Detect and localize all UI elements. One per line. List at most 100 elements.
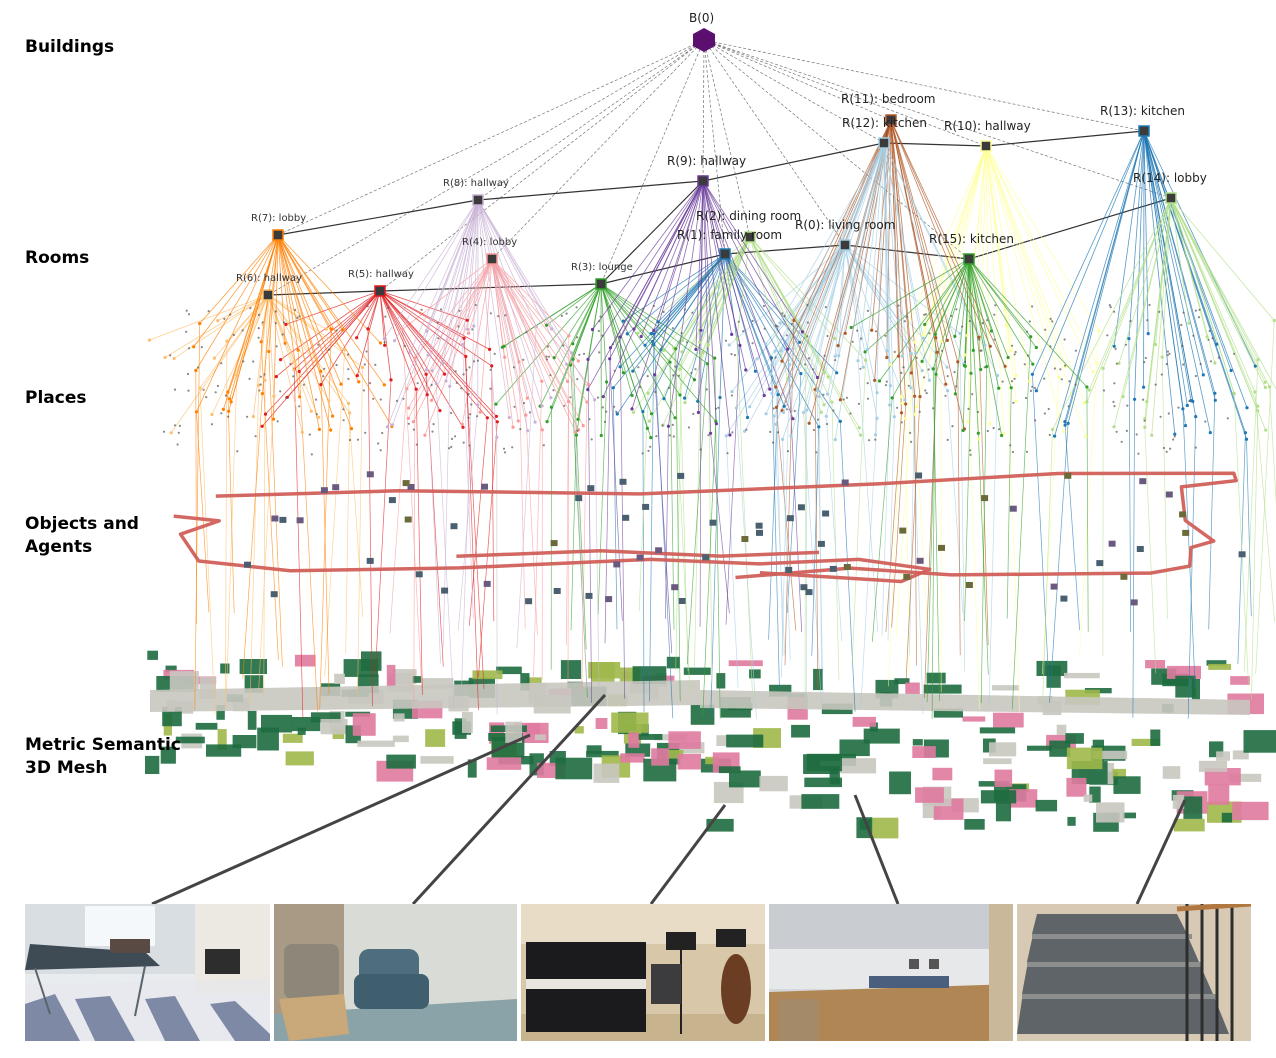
place-node [284, 322, 288, 326]
edge-room-place [356, 290, 381, 338]
edge-room-place [149, 294, 269, 341]
place-node [713, 356, 717, 360]
place-node [698, 340, 702, 344]
mesh-patch [386, 754, 416, 769]
place-node [1137, 452, 1140, 455]
edge-place-object [825, 416, 843, 642]
place-node [980, 349, 983, 352]
place-node [910, 440, 913, 443]
edge-room-place [477, 199, 553, 330]
edge-room-place [600, 283, 676, 350]
edge-room-place [477, 199, 498, 438]
place-node [279, 390, 282, 393]
edge-room-place [379, 290, 445, 375]
edge-room-place [600, 283, 717, 422]
place-node [1114, 347, 1117, 350]
edge-place-object [348, 403, 364, 618]
edge-room-place [462, 199, 479, 345]
object-node [622, 514, 630, 521]
object-node [553, 588, 561, 594]
place-node [961, 428, 965, 433]
place-node [1010, 380, 1014, 383]
edge-place-object [1243, 359, 1259, 672]
place-node [652, 328, 656, 333]
place-node [1120, 440, 1123, 443]
place-node [448, 447, 451, 450]
place-node [683, 396, 687, 400]
place-node [504, 314, 507, 317]
room-label: R(0): living room [795, 218, 895, 232]
place-node [680, 350, 684, 354]
place-node [968, 319, 971, 323]
place-node [674, 365, 677, 368]
mesh-patch [1089, 786, 1101, 803]
place-node [730, 394, 734, 397]
edge-room-place [883, 142, 930, 381]
place-node [576, 378, 579, 381]
edge-room-place [356, 290, 381, 376]
mesh-patch [165, 665, 177, 673]
edge-building-room [703, 39, 970, 260]
place-node [601, 334, 604, 337]
place-node [596, 396, 600, 399]
room-node [697, 175, 709, 187]
edge-room-place [647, 236, 751, 394]
place-node [714, 422, 719, 426]
place-node [1173, 435, 1176, 438]
place-node [454, 370, 457, 373]
mesh-patch [651, 748, 670, 766]
room-label: R(8): hallway [443, 178, 509, 189]
place-node [598, 320, 601, 323]
object-node [817, 540, 825, 547]
place-node [1085, 385, 1089, 389]
edge-room-place [793, 119, 892, 321]
place-node [789, 434, 793, 438]
mesh-patch [195, 722, 218, 730]
object-node [388, 497, 396, 504]
room-node [262, 289, 274, 301]
place-node [412, 428, 415, 431]
edge-room-place [600, 283, 681, 396]
edge-room-place [782, 142, 885, 440]
place-node [921, 336, 925, 340]
mesh-patch [595, 718, 608, 729]
place-node [1199, 362, 1202, 366]
edge-room-place [890, 119, 902, 413]
place-node [1066, 421, 1070, 425]
place-node [185, 309, 188, 312]
edge-room-place [267, 294, 303, 433]
place-node [662, 310, 665, 314]
edge-room-place [600, 283, 607, 383]
place-node [462, 336, 466, 340]
edge-place-object [1144, 427, 1157, 674]
object-node [636, 554, 644, 561]
place-node [864, 358, 868, 362]
mesh-patch [993, 712, 1024, 728]
mesh-patch [989, 742, 1017, 757]
place-node [438, 409, 442, 413]
place-node [382, 383, 386, 387]
edge-room-place [834, 142, 885, 440]
edge-room-place [890, 119, 965, 430]
edge-place-object [811, 426, 820, 656]
place-node [331, 414, 335, 418]
place-node [724, 339, 728, 342]
edge-room-room [600, 253, 726, 285]
place-node [780, 359, 784, 363]
mesh-patch [1027, 745, 1052, 751]
place-node [292, 375, 295, 378]
place-node [497, 315, 500, 318]
edge-place-object [988, 375, 998, 704]
object-node [1120, 573, 1128, 580]
place-node [1067, 405, 1070, 408]
place-node [502, 447, 506, 450]
place-node [677, 374, 680, 377]
mesh-patch [586, 750, 619, 758]
place-node [271, 417, 276, 421]
object-node [320, 487, 328, 494]
place-node [511, 446, 514, 449]
place-node [432, 423, 435, 426]
edge-room-place [749, 236, 836, 339]
place-node [599, 315, 602, 318]
place-node [1272, 318, 1276, 323]
